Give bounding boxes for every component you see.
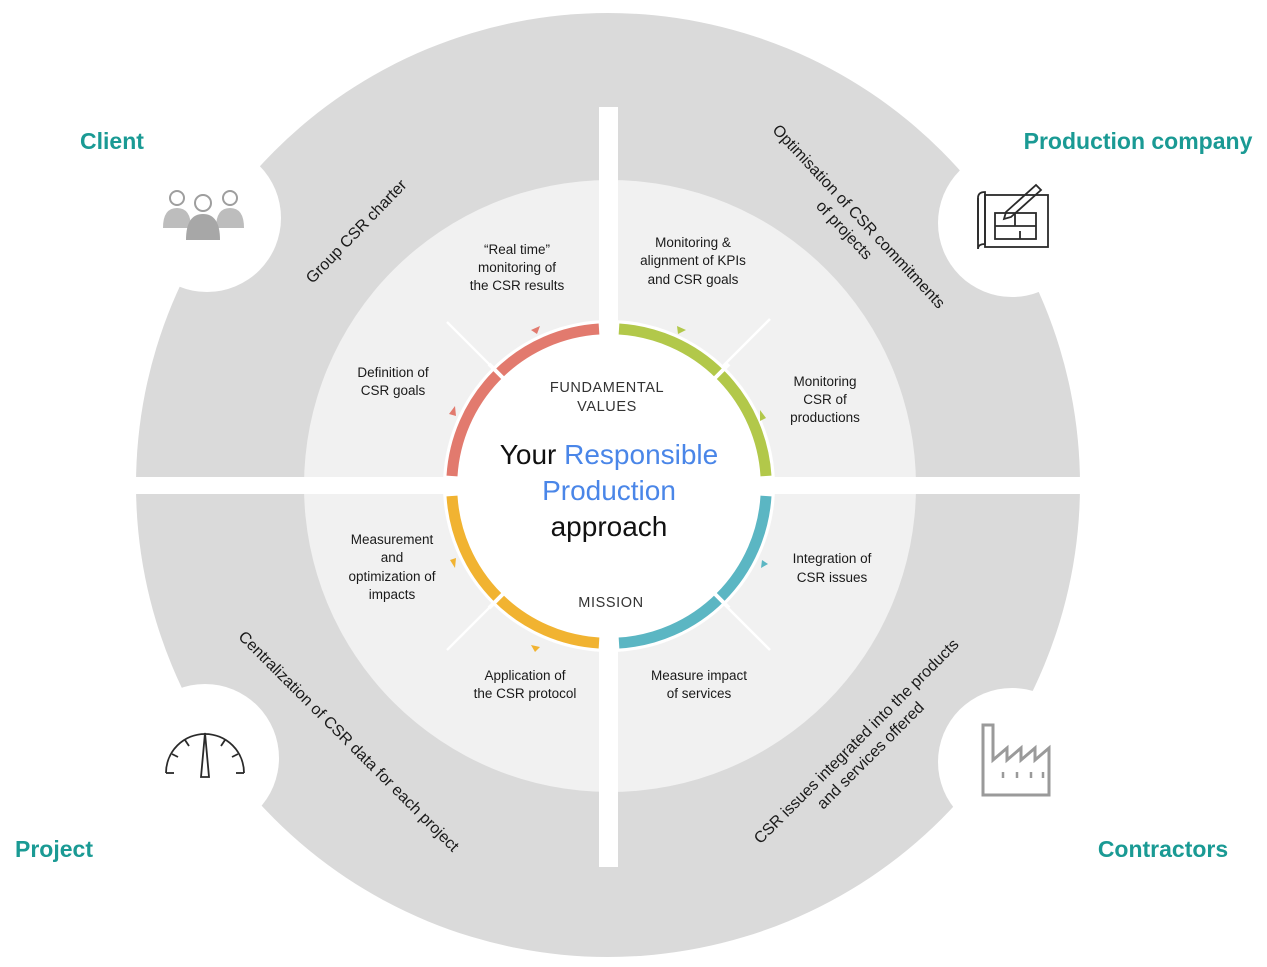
svg-text:impacts: impacts: [369, 587, 416, 602]
arrow-marker: [449, 406, 456, 416]
svg-text:and CSR goals: and CSR goals: [648, 272, 739, 287]
svg-text:CSR goals: CSR goals: [361, 383, 426, 398]
mission-label: MISSION: [578, 595, 643, 611]
arrow-marker: [677, 326, 686, 334]
arrow-marker: [760, 410, 766, 421]
inner-label-integration: Integration of CSR issues: [793, 551, 872, 585]
inner-label-monitoring-kpis: Monitoring & alignment of KPIs and CSR g…: [640, 235, 746, 287]
diagonal-dividers: [446, 318, 771, 651]
svg-text:monitoring of: monitoring of: [478, 260, 556, 275]
inner-label-real-time: “Real time” monitoring of the CSR result…: [470, 242, 565, 293]
people-group-icon: [163, 190, 244, 240]
arrow-marker: [450, 558, 456, 568]
arc-breaks: [487, 362, 731, 610]
center-circle: [443, 320, 775, 652]
gauge-icon: [165, 732, 245, 778]
svg-text:Monitoring: Monitoring: [793, 374, 856, 389]
values-label: VALUES: [577, 399, 637, 415]
svg-text:Application of: Application of: [484, 668, 565, 683]
svg-text:productions: productions: [790, 410, 860, 425]
svg-text:optimization of: optimization of: [348, 569, 435, 584]
inner-label-measurement: Measurement and optimization of impacts: [348, 532, 435, 602]
svg-text:CSR of: CSR of: [803, 392, 847, 407]
contractors-label: Contractors: [1098, 836, 1228, 862]
client-label: Client: [80, 128, 144, 154]
svg-text:the CSR protocol: the CSR protocol: [474, 686, 577, 701]
arrow-marker: [531, 645, 540, 652]
production-company-label: Production company: [1024, 128, 1253, 154]
center-title-line2: Production: [542, 475, 676, 506]
svg-text:Integration of: Integration of: [793, 551, 872, 566]
blueprint-pencil-icon: [977, 183, 1049, 250]
svg-text:Measure impact: Measure impact: [651, 668, 747, 683]
inner-label-monitoring-csr: Monitoring CSR of productions: [790, 374, 860, 425]
arrow-marker: [531, 326, 540, 334]
svg-text:and: and: [381, 550, 404, 565]
factory-icon: [981, 723, 1051, 797]
center-title-line3: approach: [551, 511, 668, 542]
arrow-marker: [676, 624, 684, 632]
fundamental-label: FUNDAMENTAL: [550, 380, 664, 396]
arrow-markers: [449, 326, 768, 652]
svg-text:alignment of KPIs: alignment of KPIs: [640, 253, 746, 268]
svg-text:Monitoring &: Monitoring &: [655, 235, 731, 250]
svg-text:of services: of services: [667, 686, 732, 701]
svg-text:the CSR results: the CSR results: [470, 278, 565, 293]
svg-text:“Real time”: “Real time”: [484, 242, 550, 257]
project-label: Project: [15, 836, 93, 862]
inner-label-measure-impact: Measure impact of services: [651, 668, 747, 701]
arrow-marker: [761, 560, 768, 568]
inner-label-definition: Definition of CSR goals: [357, 365, 429, 398]
svg-text:Measurement: Measurement: [351, 532, 434, 547]
inner-label-application: Application of the CSR protocol: [474, 668, 577, 701]
svg-text:Definition of: Definition of: [357, 365, 429, 380]
svg-text:CSR issues: CSR issues: [797, 570, 868, 585]
center-title-line1: Your Responsible: [500, 439, 718, 470]
